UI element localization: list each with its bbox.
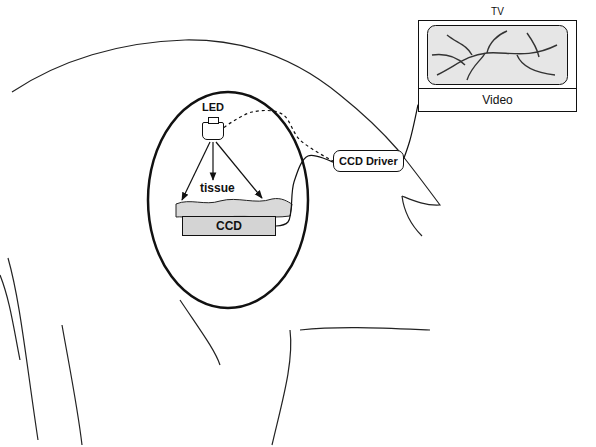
led-emitter: LED: [202, 122, 224, 140]
band-label: Video: [419, 88, 576, 111]
driver-box: CCD Driver: [333, 150, 404, 172]
device-title: TV: [419, 6, 576, 17]
cable: [224, 110, 333, 161]
tv-screen: [427, 25, 568, 85]
cable: [276, 155, 333, 226]
light-arrows: [182, 142, 262, 200]
component-label: LED: [202, 101, 224, 113]
part-label: tissue: [198, 181, 237, 195]
ccd-sensor: CCD: [182, 216, 276, 236]
cable: [404, 105, 418, 159]
tv-monitor: TVVideo: [418, 20, 577, 112]
window-ellipse: [148, 92, 308, 308]
component-label: CCD Driver: [339, 155, 398, 167]
animal-outline: [0, 40, 440, 445]
led-cap: [208, 117, 219, 124]
component-label: CCD: [216, 219, 242, 233]
